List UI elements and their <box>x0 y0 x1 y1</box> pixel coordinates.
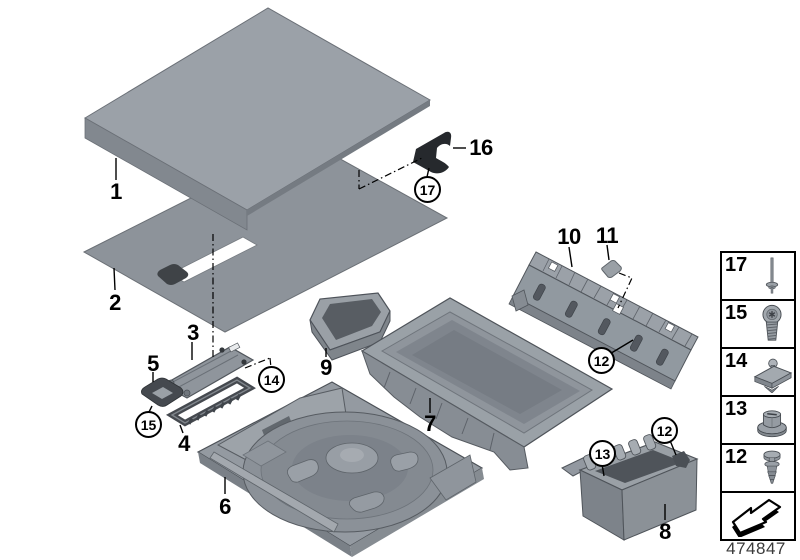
callout-part-9[interactable]: 9 <box>320 355 332 380</box>
assembly-dash-lines <box>212 156 633 369</box>
legend-row-direction[interactable] <box>722 493 794 539</box>
callout-part-3[interactable]: 3 <box>187 320 199 345</box>
callout-fastener-12-a[interactable]: 12 <box>588 347 615 374</box>
callout-part-1[interactable]: 1 <box>110 179 122 204</box>
legend-label: 13 <box>725 398 748 420</box>
legend-label: 17 <box>725 254 748 276</box>
torx-screw-icon <box>751 303 793 350</box>
callout-part-2[interactable]: 2 <box>109 290 121 315</box>
callout-part-7[interactable]: 7 <box>424 411 436 436</box>
callout-fastener-17[interactable]: 17 <box>414 176 441 203</box>
callout-fastener-14[interactable]: 14 <box>258 366 285 393</box>
plastic-nut-icon <box>751 399 793 446</box>
legend-row-12[interactable]: 12 <box>722 445 794 493</box>
mat-handle <box>157 264 189 285</box>
legend-row-14[interactable]: 14 <box>722 349 794 397</box>
legend-row-13[interactable]: 13 <box>722 397 794 445</box>
legend-row-17[interactable]: 17 <box>722 253 794 301</box>
slide-in-nut-icon <box>751 351 793 398</box>
part-11-cap <box>601 260 622 278</box>
callout-part-16[interactable]: 16 <box>469 135 493 160</box>
pin-rivet-icon <box>751 255 793 302</box>
expansion-rivet-icon <box>751 447 793 494</box>
legend-label: 15 <box>725 302 748 324</box>
callout-fastener-13[interactable]: 13 <box>589 440 616 467</box>
part-10-sill-trim <box>508 251 699 390</box>
installation-direction-arrow-icon <box>724 495 790 542</box>
part-8-storage-box <box>561 434 699 541</box>
box-retainer-clip <box>672 451 690 468</box>
part-6-wheel-well-tray <box>196 381 484 557</box>
callout-part-5[interactable]: 5 <box>147 351 159 376</box>
drawing-number: 474847 <box>726 539 786 558</box>
part-9-storage-bin <box>309 292 391 361</box>
legend-label: 12 <box>725 446 748 468</box>
part-4-frame <box>165 376 257 427</box>
callout-part-8[interactable]: 8 <box>659 519 671 544</box>
callout-part-4[interactable]: 4 <box>178 431 190 456</box>
legend-label: 14 <box>725 350 748 372</box>
callout-fastener-12-b[interactable]: 12 <box>651 417 678 444</box>
legend-row-15[interactable]: 15 <box>722 301 794 349</box>
callout-part-11[interactable]: 11 <box>595 223 619 248</box>
part-7-trunk-tray <box>360 297 614 471</box>
callout-part-6[interactable]: 6 <box>219 494 231 519</box>
part-16-bracket <box>413 131 452 174</box>
fastener-legend: 17 15 <box>720 251 796 541</box>
part-1-floor-cover-panel <box>84 7 431 231</box>
callout-part-10[interactable]: 10 <box>557 224 581 249</box>
callout-fastener-15[interactable]: 15 <box>135 411 162 438</box>
part-5-adapter-plate <box>141 377 184 407</box>
